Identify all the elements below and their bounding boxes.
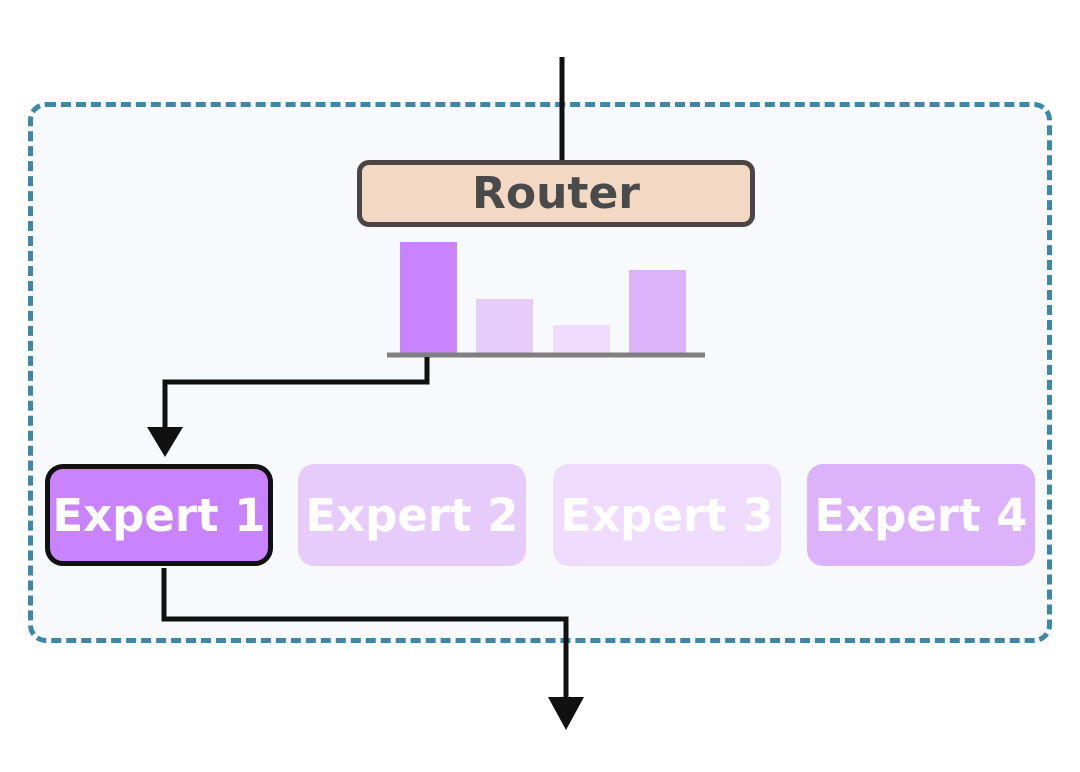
route-to-expert-1-line	[162, 357, 430, 430]
output-arrowhead	[548, 697, 584, 730]
expert-3-box: Expert 3	[553, 464, 781, 566]
expert-3-label: Expert 3	[560, 488, 774, 542]
expert-4-label: Expert 4	[814, 488, 1028, 542]
expert-2-box: Expert 2	[298, 464, 526, 566]
router-label: Router	[471, 168, 640, 219]
gate-bar-expert-1	[400, 242, 457, 354]
gate-bar-expert-3	[553, 325, 610, 354]
expert-1-box: Expert 1	[45, 464, 273, 566]
expert-4-box: Expert 4	[807, 464, 1035, 566]
router-box: Router	[357, 160, 755, 227]
expert-2-label: Expert 2	[305, 488, 519, 542]
gate-bar-expert-4	[629, 270, 686, 354]
gate-bar-expert-2	[476, 299, 533, 354]
gate-weights-chart	[400, 242, 686, 354]
output-arrow-line	[161, 568, 569, 700]
route-to-expert-1-arrowhead	[147, 427, 183, 457]
expert-1-label: Expert 1	[52, 488, 266, 542]
